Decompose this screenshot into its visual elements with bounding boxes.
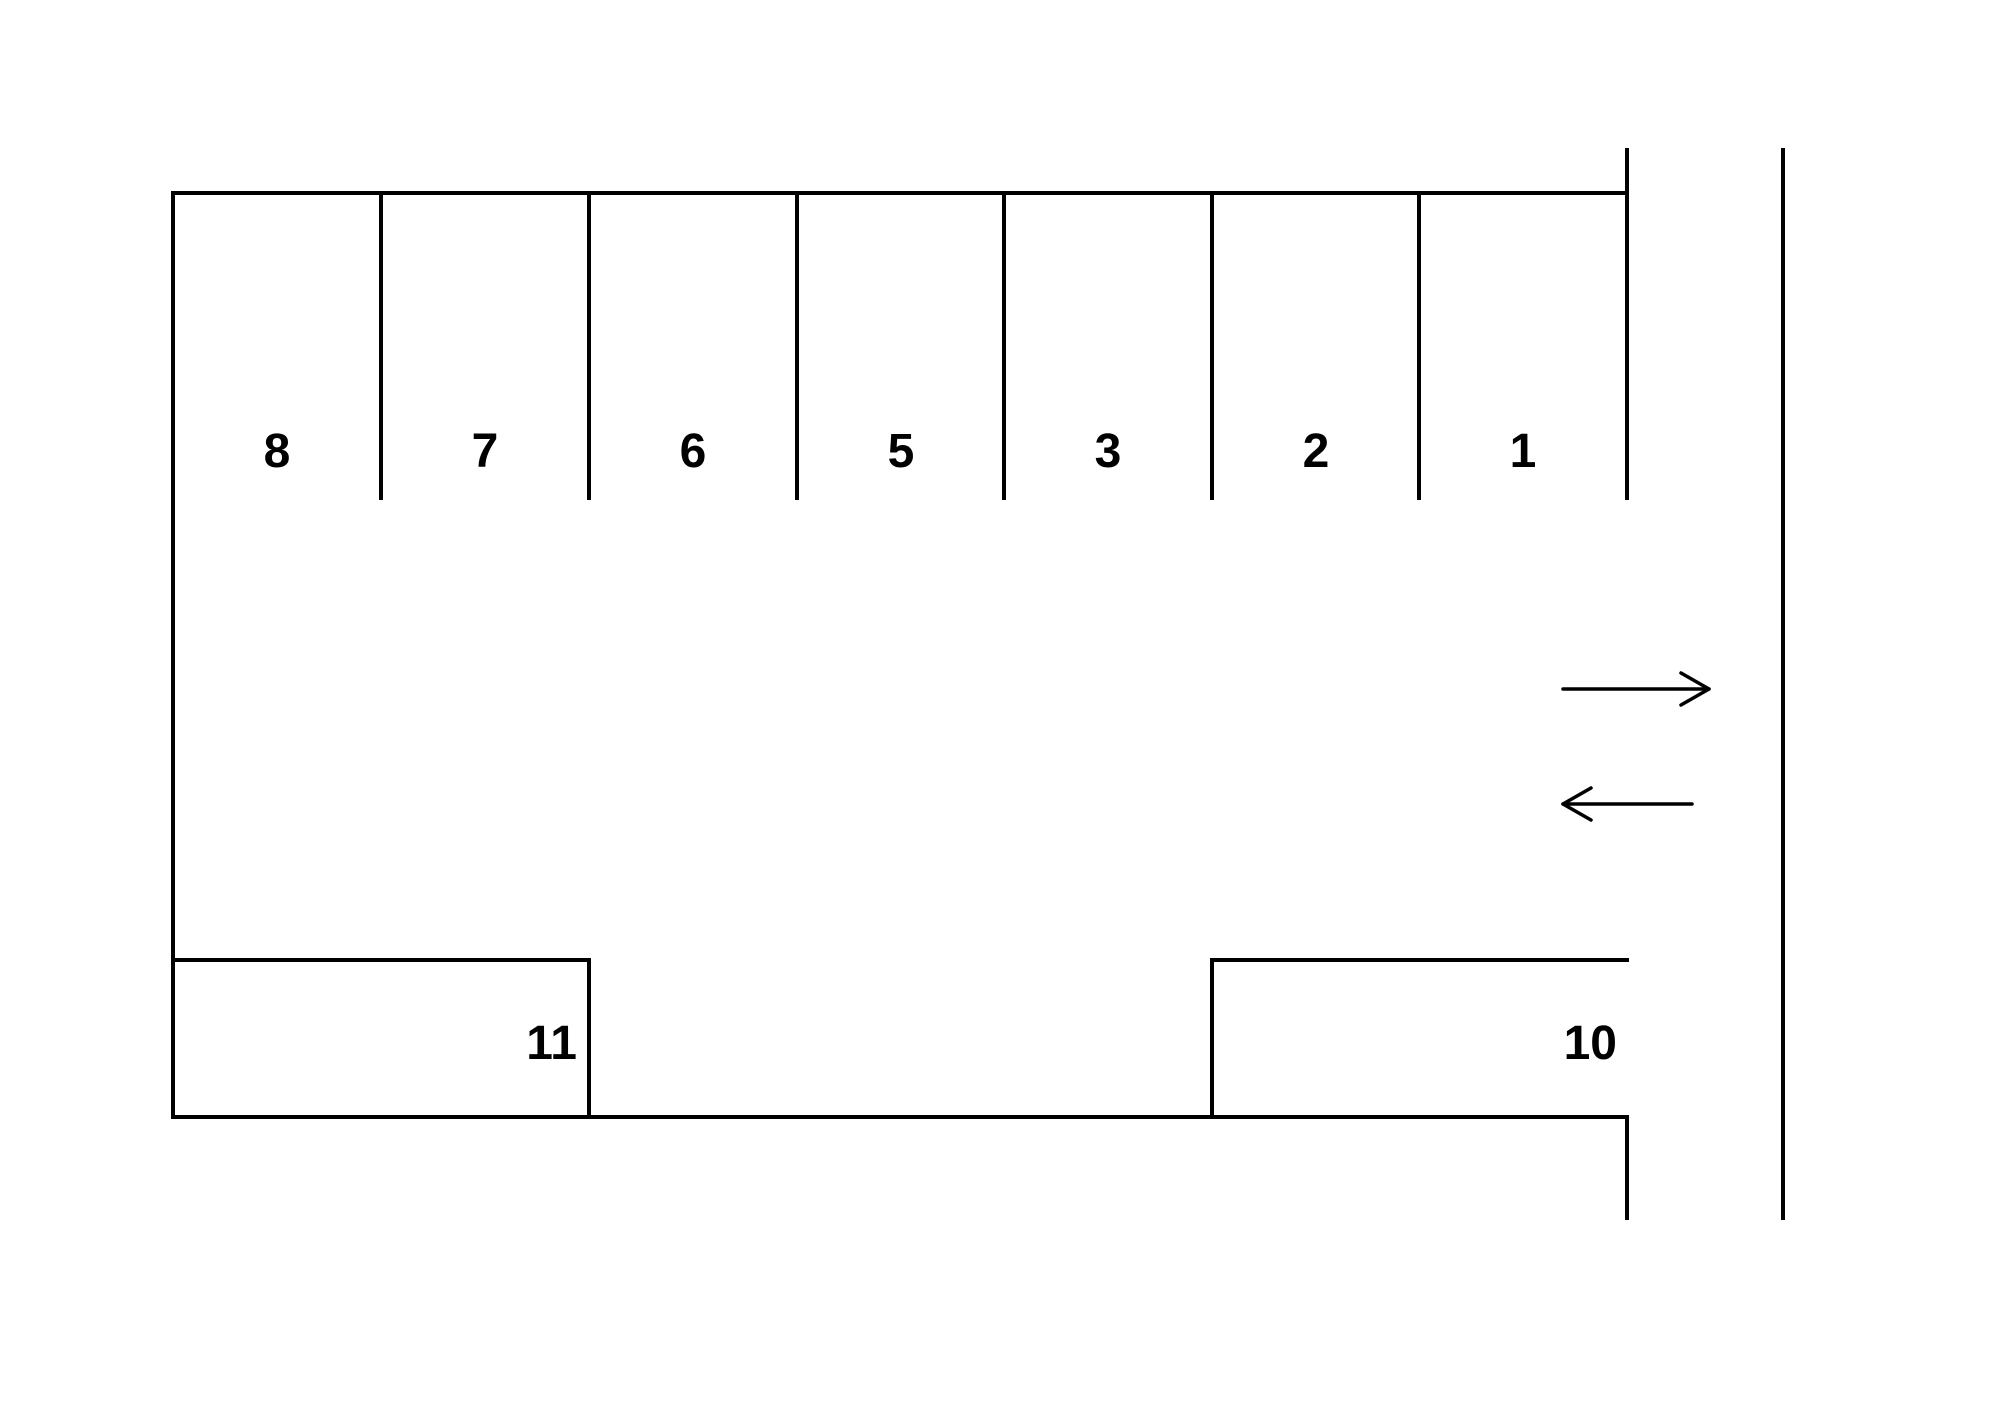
parking-space-label: 5 xyxy=(888,425,915,478)
parking-space-label: 10 xyxy=(1564,1017,1617,1070)
bottom-right-space: 10 xyxy=(1210,958,1629,1119)
parking-space-label: 3 xyxy=(1095,425,1122,478)
parking-space-label: 1 xyxy=(1510,425,1537,478)
parking-space-label: 8 xyxy=(264,425,291,478)
arrow-left-icon xyxy=(1561,786,1593,822)
parking-space-label: 2 xyxy=(1303,425,1330,478)
parking-space-label: 7 xyxy=(472,425,499,478)
top-row-labels: 8 7 6 5 3 2 1 xyxy=(264,425,1537,478)
lot-boundary xyxy=(171,148,1785,1220)
top-row-dividers xyxy=(379,191,1421,500)
exit-arrow xyxy=(1561,671,1711,707)
parking-space-label: 6 xyxy=(680,425,707,478)
entry-arrow xyxy=(1561,786,1694,822)
arrow-right-icon xyxy=(1679,671,1711,707)
bottom-left-space: 11 xyxy=(171,958,591,1119)
parking-space-label: 11 xyxy=(526,1017,577,1070)
